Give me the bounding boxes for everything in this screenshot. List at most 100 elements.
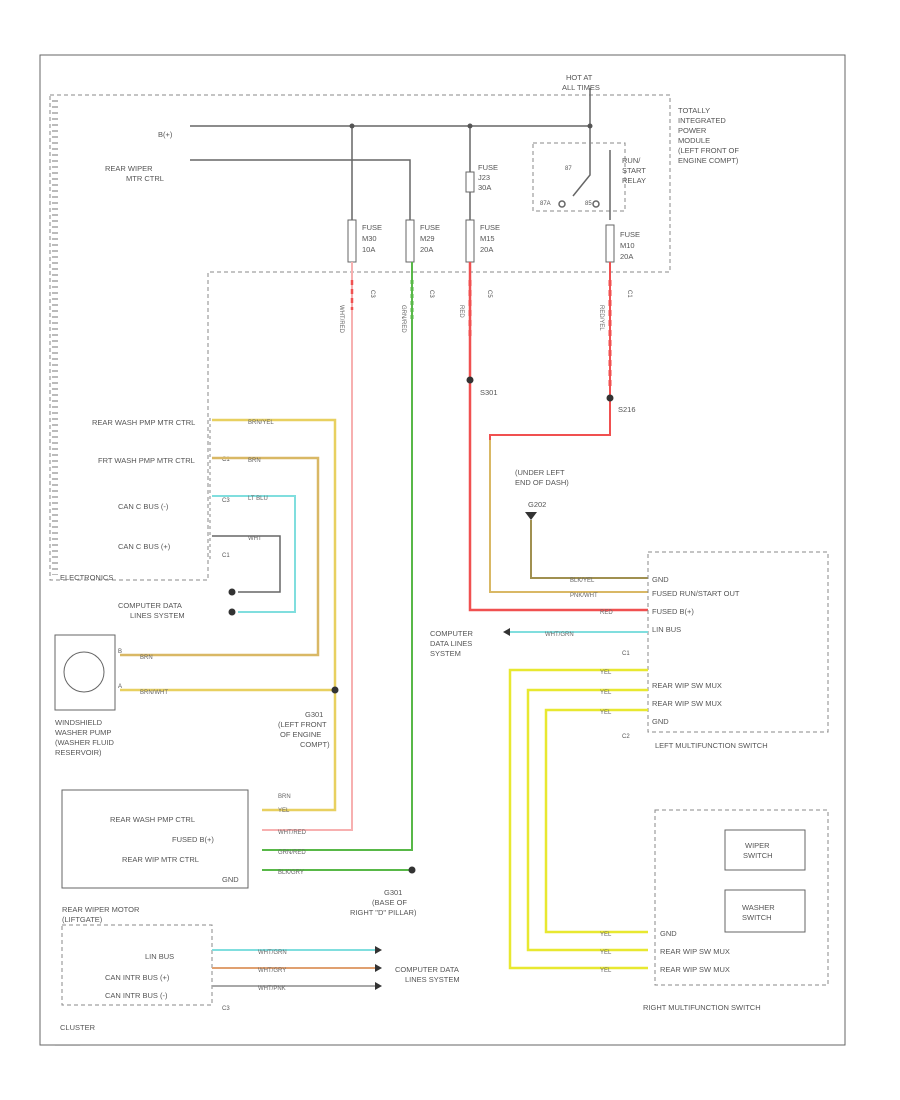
svg-text:END OF DASH): END OF DASH) bbox=[515, 478, 569, 487]
fuse-j23: FUSE J23 30A bbox=[465, 163, 498, 220]
svg-text:BRN: BRN bbox=[278, 794, 291, 800]
svg-text:RIGHT "D" PILLAR): RIGHT "D" PILLAR) bbox=[350, 908, 417, 917]
svg-text:RED: RED bbox=[458, 305, 464, 318]
svg-text:REAR WIPER MOTOR: REAR WIPER MOTOR bbox=[62, 905, 140, 914]
splice-s216: S216 bbox=[618, 405, 636, 414]
svg-text:REAR WIP SW MUX: REAR WIP SW MUX bbox=[652, 699, 722, 708]
svg-text:YEL: YEL bbox=[600, 968, 612, 974]
svg-text:FUSED B(+): FUSED B(+) bbox=[652, 607, 694, 616]
svg-text:M29: M29 bbox=[420, 234, 435, 243]
wire-blk bbox=[212, 535, 281, 593]
svg-text:LIN BUS: LIN BUS bbox=[652, 625, 681, 634]
wire-red-yel bbox=[489, 262, 648, 593]
svg-text:REAR WIP SW MUX: REAR WIP SW MUX bbox=[652, 681, 722, 690]
svg-text:OF ENGINE: OF ENGINE bbox=[280, 730, 321, 739]
svg-text:LT BLU: LT BLU bbox=[248, 496, 268, 502]
svg-text:ENGINE COMPT): ENGINE COMPT) bbox=[678, 156, 739, 165]
ecu-connector: REAR WASH PMP MTR CTRL FRT WASH PMP MTR … bbox=[60, 418, 230, 582]
wire-wht-red bbox=[262, 262, 353, 831]
rear-wiper-ctrl-label-2: MTR CTRL bbox=[126, 174, 164, 183]
svg-text:GND: GND bbox=[652, 575, 669, 584]
svg-text:C1: C1 bbox=[222, 457, 230, 463]
svg-text:C1: C1 bbox=[622, 651, 630, 657]
svg-text:WASHER: WASHER bbox=[742, 903, 775, 912]
tipm-title: TOTALLY INTEGRATED POWER MODULE (LEFT FR… bbox=[678, 106, 739, 165]
hot-at-label-2: ALL TIMES bbox=[562, 83, 600, 92]
splice-s301: S301 bbox=[480, 388, 498, 397]
svg-text:FUSE: FUSE bbox=[620, 230, 640, 239]
svg-text:YEL: YEL bbox=[600, 690, 612, 696]
lmfs-rows: GND FUSED RUN/START OUT FUSED B(+) LIN B… bbox=[622, 575, 768, 750]
svg-text:BLK/GRY: BLK/GRY bbox=[278, 870, 304, 876]
svg-text:C3: C3 bbox=[222, 1006, 230, 1012]
svg-text:FUSE: FUSE bbox=[362, 223, 382, 232]
relay-pin-87a: 87A bbox=[540, 201, 551, 207]
svg-text:INTEGRATED: INTEGRATED bbox=[678, 116, 726, 125]
wire-yel-1 bbox=[508, 668, 648, 970]
svg-text:GND: GND bbox=[660, 929, 677, 938]
svg-text:MODULE: MODULE bbox=[678, 136, 710, 145]
svg-text:WHT/RED: WHT/RED bbox=[338, 305, 344, 334]
svg-text:WHT/GRN: WHT/GRN bbox=[545, 632, 574, 638]
svg-text:CAN C BUS (-): CAN C BUS (-) bbox=[118, 502, 169, 511]
svg-text:WINDSHIELD: WINDSHIELD bbox=[55, 718, 103, 727]
relay-switch bbox=[572, 150, 591, 197]
wire-brn-yel bbox=[120, 418, 337, 692]
svg-text:(LEFT FRONT OF: (LEFT FRONT OF bbox=[678, 146, 739, 155]
wire-grn-wht bbox=[262, 262, 413, 851]
svg-text:30A: 30A bbox=[478, 183, 491, 192]
svg-text:PNK/WHT: PNK/WHT bbox=[570, 593, 598, 599]
relay-pin-85: 85 bbox=[585, 201, 592, 207]
svg-text:C3: C3 bbox=[222, 498, 230, 504]
svg-text:WHT/PNK: WHT/PNK bbox=[258, 986, 286, 992]
svg-text:M10: M10 bbox=[620, 241, 635, 250]
cluster bbox=[61, 924, 213, 1006]
svg-text:RED/YEL: RED/YEL bbox=[598, 305, 604, 331]
hot-at-label: HOT AT bbox=[566, 73, 593, 82]
svg-text:C1: C1 bbox=[626, 290, 632, 298]
svg-text:WIPER: WIPER bbox=[745, 841, 770, 850]
svg-text:20A: 20A bbox=[480, 245, 493, 254]
wire-brn bbox=[120, 456, 320, 657]
svg-text:A: A bbox=[118, 684, 122, 690]
svg-text:FUSED RUN/START OUT: FUSED RUN/START OUT bbox=[652, 589, 740, 598]
svg-text:POWER: POWER bbox=[678, 126, 707, 135]
svg-text:M15: M15 bbox=[480, 234, 495, 243]
svg-text:20A: 20A bbox=[420, 245, 433, 254]
svg-text:10A: 10A bbox=[362, 245, 375, 254]
svg-text:FUSE: FUSE bbox=[420, 223, 440, 232]
rmfs-content: WIPER SWITCH WASHER SWITCH GND REAR WIP … bbox=[643, 829, 806, 1012]
svg-text:RESERVOIR): RESERVOIR) bbox=[55, 748, 102, 757]
svg-text:C3: C3 bbox=[369, 290, 375, 298]
svg-text:RELAY: RELAY bbox=[622, 176, 646, 185]
g301-label: G301 (LEFT FRONT OF ENGINE COMPT) bbox=[278, 710, 330, 749]
svg-text:J23: J23 bbox=[478, 173, 490, 182]
svg-text:CLUSTER: CLUSTER bbox=[60, 1023, 96, 1032]
svg-text:GND: GND bbox=[222, 875, 239, 884]
comp-lines-1a: COMPUTER DATA bbox=[118, 601, 182, 610]
svg-text:GND: GND bbox=[652, 717, 669, 726]
svg-text:WASHER PUMP: WASHER PUMP bbox=[55, 728, 111, 737]
svg-text:REAR WIP MTR CTRL: REAR WIP MTR CTRL bbox=[122, 855, 199, 864]
bplus-label: B(+) bbox=[158, 130, 173, 139]
svg-text:RIGHT MULTIFUNCTION SWITCH: RIGHT MULTIFUNCTION SWITCH bbox=[643, 1003, 761, 1012]
svg-text:SWITCH: SWITCH bbox=[742, 913, 772, 922]
wire-ltblu bbox=[212, 495, 296, 613]
svg-text:LIN BUS: LIN BUS bbox=[145, 952, 174, 961]
svg-text:REAR WASH PMP MTR CTRL: REAR WASH PMP MTR CTRL bbox=[92, 418, 195, 427]
svg-text:GRN/RED: GRN/RED bbox=[400, 305, 406, 333]
svg-text:COMPUTER DATA: COMPUTER DATA bbox=[395, 965, 459, 974]
svg-text:C2: C2 bbox=[622, 734, 630, 740]
svg-text:(BASE OF: (BASE OF bbox=[372, 898, 407, 907]
rear-wiper-ctrl-label-1: REAR WIPER bbox=[105, 164, 153, 173]
svg-text:YEL: YEL bbox=[278, 808, 290, 814]
wire-yel-2 bbox=[526, 688, 648, 952]
svg-text:COMPUTER: COMPUTER bbox=[430, 629, 474, 638]
relay-pin-87: 87 bbox=[565, 166, 572, 172]
comp-lines-1b: LINES SYSTEM bbox=[130, 611, 185, 620]
svg-text:(LIFTGATE): (LIFTGATE) bbox=[62, 915, 103, 924]
svg-text:20A: 20A bbox=[620, 252, 633, 261]
svg-text:FUSED B(+): FUSED B(+) bbox=[172, 835, 214, 844]
svg-text:BRN: BRN bbox=[248, 458, 261, 464]
